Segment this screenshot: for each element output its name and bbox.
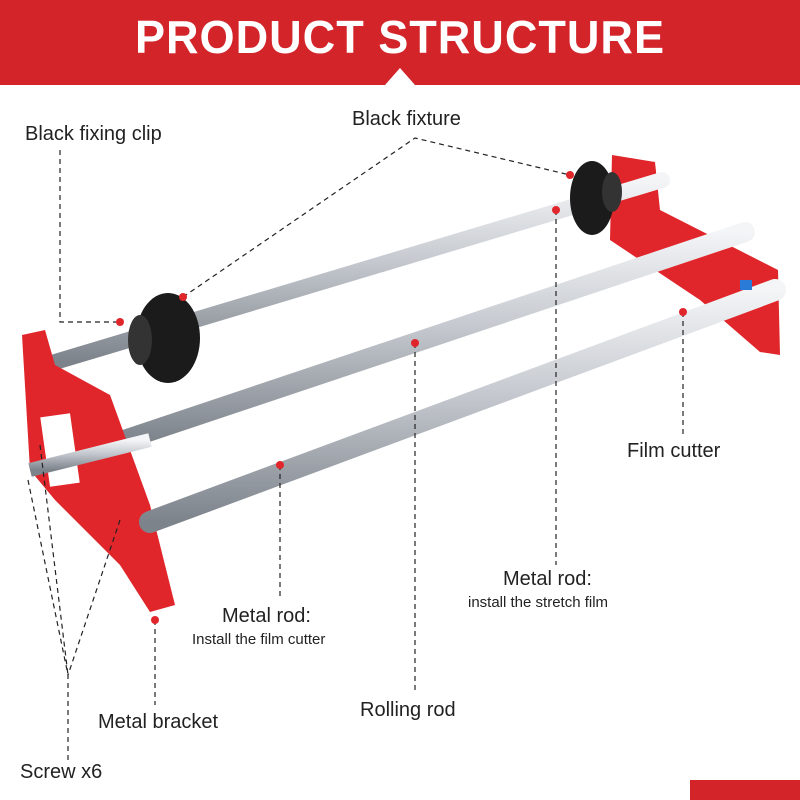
label-black-fixing-clip: Black fixing clip xyxy=(25,123,162,145)
film-cutter-blade xyxy=(740,280,752,290)
leader-lines xyxy=(27,137,684,760)
desc-metal-rod-stretch: install the stretch film xyxy=(468,594,609,611)
label-film-cutter: Film cutter xyxy=(627,440,721,462)
front-rod xyxy=(139,279,786,533)
label-metal-bracket: Metal bracket xyxy=(98,711,219,733)
page-title: PRODUCT STRUCTURE xyxy=(134,11,666,63)
black-fixing-clip-left xyxy=(128,293,200,383)
rolling-rod xyxy=(108,222,755,452)
label-metal-rod-stretch: Metal rod: xyxy=(503,568,592,590)
desc-metal-rod-cutter: Install the film cutter xyxy=(192,631,326,648)
header-notch xyxy=(385,68,415,85)
callout-dots xyxy=(116,171,687,624)
label-black-fixture: Black fixture xyxy=(352,108,461,130)
black-fixture-right xyxy=(570,161,622,235)
left-bracket xyxy=(22,330,175,612)
corner-accent xyxy=(690,780,800,800)
label-metal-rod-cutter: Metal rod: xyxy=(222,605,311,627)
label-screw: Screw x6 xyxy=(20,761,103,783)
label-rolling-rod: Rolling rod xyxy=(360,699,456,721)
header-banner: PRODUCT STRUCTURE xyxy=(0,0,800,85)
